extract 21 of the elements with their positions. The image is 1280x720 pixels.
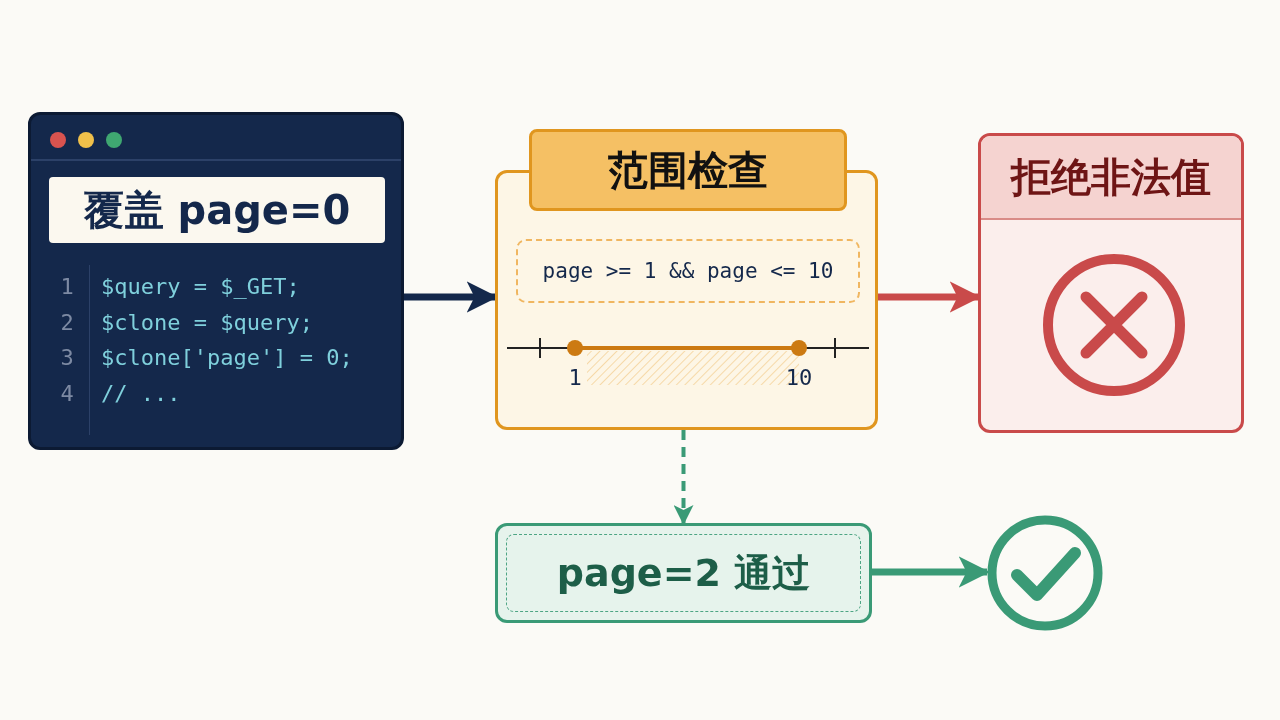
code-line: // ...	[101, 379, 181, 408]
line-number: 1	[59, 273, 75, 301]
reject-panel	[978, 133, 1244, 433]
result-box	[495, 523, 872, 623]
condition-code: page >= 1 && page <= 10	[516, 239, 860, 303]
result-text: page=2 通过	[506, 534, 861, 612]
line-number: 3	[59, 344, 75, 372]
code-window	[28, 112, 404, 450]
code-line: $clone = $query;	[101, 308, 313, 337]
heading: 范围检查	[529, 129, 847, 211]
heading: 覆盖 page=0	[49, 177, 385, 243]
line-number: 2	[59, 308, 75, 337]
arrow	[872, 556, 991, 588]
line-number: 4	[59, 379, 75, 408]
code-line: $query = $_GET;	[101, 273, 300, 301]
arrow	[673, 430, 694, 525]
axis-label: 10	[785, 365, 813, 390]
code-line: $clone['page'] = 0;	[101, 344, 353, 372]
check-circle-icon	[987, 515, 1103, 631]
axis-label: 1	[568, 365, 582, 390]
heading: 拒绝非法值	[981, 136, 1241, 220]
